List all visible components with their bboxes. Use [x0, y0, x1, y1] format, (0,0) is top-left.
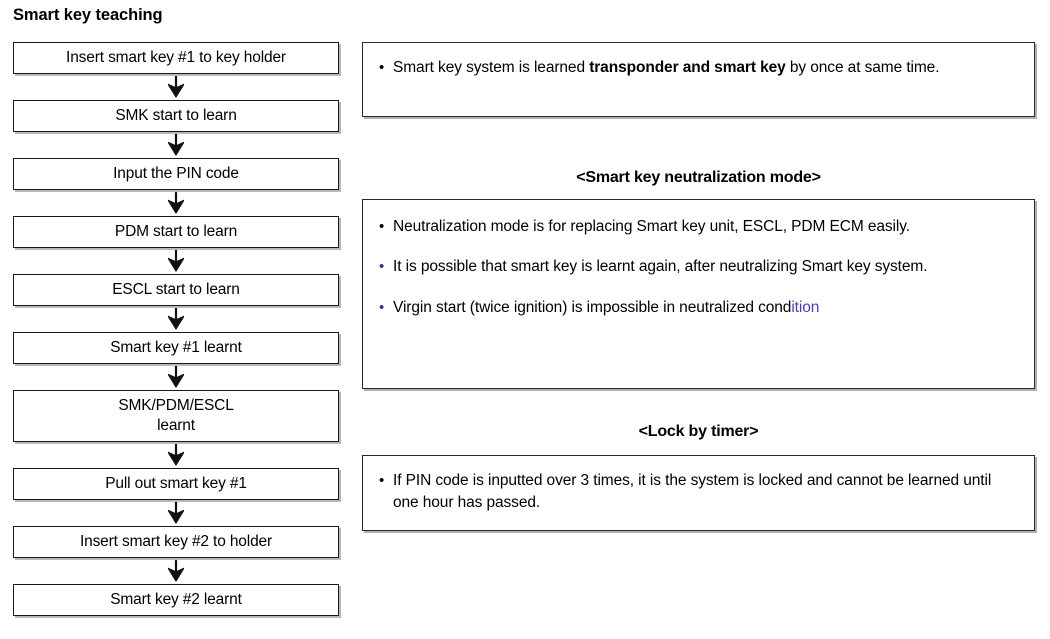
spacer	[379, 279, 1018, 297]
bullet-dot-icon: •	[379, 59, 385, 76]
bullet-text: Neutralization mode is for replacing Sma…	[393, 218, 910, 235]
flow-node-label-line2: learnt	[157, 417, 195, 434]
lock-by-timer-heading: <Lock by timer>	[638, 423, 759, 440]
bullet-dot-icon: •	[379, 258, 385, 276]
flow-node-label: ESCL start to learn	[112, 281, 240, 299]
spacer	[379, 238, 1018, 256]
smart-key-teaching-flowchart: Insert smart key #1 to key holder SMK st…	[13, 42, 339, 616]
note-box-smart-key-system: • Smart key system is learned transponde…	[362, 42, 1035, 117]
arrow-down-icon	[13, 190, 339, 216]
page-title: Smart key teaching	[13, 6, 163, 24]
bullet-dot-icon: •	[379, 298, 385, 316]
flow-node-smart-key-2-learnt[interactable]: Smart key #2 learnt	[13, 584, 339, 616]
bullet-text: Virgin start (twice ignition) is impossi…	[393, 297, 1018, 319]
flow-node-smk-start-to-learn[interactable]: SMK start to learn	[13, 100, 339, 132]
flow-node-label: Insert smart key #1 to key holder	[66, 49, 286, 67]
flow-node-pdm-start-to-learn[interactable]: PDM start to learn	[13, 216, 339, 248]
flow-node-label: Input the PIN code	[113, 165, 239, 183]
arrow-down-icon	[13, 364, 339, 390]
arrow-down-icon	[13, 248, 339, 274]
flow-node-input-pin-code[interactable]: Input the PIN code	[13, 158, 339, 190]
flow-node-label-line1: SMK/PDM/ESCL	[118, 397, 234, 415]
flow-node-label: Smart key #2 learnt	[110, 591, 242, 609]
bullet-text-pre: Virgin start (twice ignition) is impossi…	[393, 298, 792, 316]
flow-node-label: Smart key #1 learnt	[110, 339, 242, 357]
spacer	[362, 441, 1035, 455]
bullet-item: • It is possible that smart key is learn…	[379, 256, 1018, 278]
arrow-down-icon	[13, 306, 339, 332]
bullet-text: If PIN code is inputted over 3 times, it…	[393, 472, 992, 512]
arrow-down-icon	[13, 132, 339, 158]
flow-node-insert-smart-key-1[interactable]: Insert smart key #1 to key holder	[13, 42, 339, 74]
bullet-text-tinted: ition	[791, 298, 820, 316]
bullet-text-post: by once at same time.	[785, 59, 940, 76]
bullet-item: • Neutralization mode is for replacing S…	[379, 216, 1018, 238]
note-box-neutralization: • Neutralization mode is for replacing S…	[362, 199, 1035, 389]
flow-node-label: Insert smart key #2 to holder	[79, 533, 273, 551]
arrow-down-icon	[13, 558, 339, 584]
arrow-down-icon	[13, 500, 339, 526]
arrow-down-icon	[13, 74, 339, 100]
arrow-down-icon	[13, 442, 339, 468]
bullet-text: Smart key system is learned transponder …	[393, 57, 1018, 79]
bullet-text-pre: Smart key system is learned	[393, 59, 590, 76]
flow-node-pull-out-smart-key-1[interactable]: Pull out smart key #1	[13, 468, 339, 500]
spacer	[362, 187, 1035, 199]
flow-node-smart-key-1-learnt[interactable]: Smart key #1 learnt	[13, 332, 339, 364]
flow-node-smk-pdm-escl-learnt[interactable]: SMK/PDM/ESCL learnt	[13, 390, 339, 442]
flow-node-label: Pull out smart key #1	[105, 475, 247, 493]
bullet-item: • Smart key system is learned transponde…	[379, 57, 1018, 79]
bullet-text-bold: transponder and smart key	[589, 59, 786, 76]
bullet-dot-icon: •	[379, 472, 385, 489]
bullet-item: • Virgin start (twice ignition) is impos…	[379, 297, 1018, 319]
spacer	[362, 117, 1035, 169]
bullet-dot-icon: •	[379, 218, 385, 235]
note-box-lock-by-timer: • If PIN code is inputted over 3 times, …	[362, 455, 1035, 531]
flow-node-escl-start-to-learn[interactable]: ESCL start to learn	[13, 274, 339, 306]
notes-column: • Smart key system is learned transponde…	[362, 42, 1035, 531]
flow-node-label: SMK start to learn	[115, 107, 237, 125]
flow-node-insert-smart-key-2[interactable]: Insert smart key #2 to holder	[13, 526, 339, 558]
bullet-item: • If PIN code is inputted over 3 times, …	[379, 470, 1018, 515]
spacer	[362, 389, 1035, 423]
bullet-text: It is possible that smart key is learnt …	[393, 258, 928, 276]
flow-node-label: PDM start to learn	[114, 223, 238, 241]
neutralization-heading: <Smart key neutralization mode>	[576, 169, 821, 186]
